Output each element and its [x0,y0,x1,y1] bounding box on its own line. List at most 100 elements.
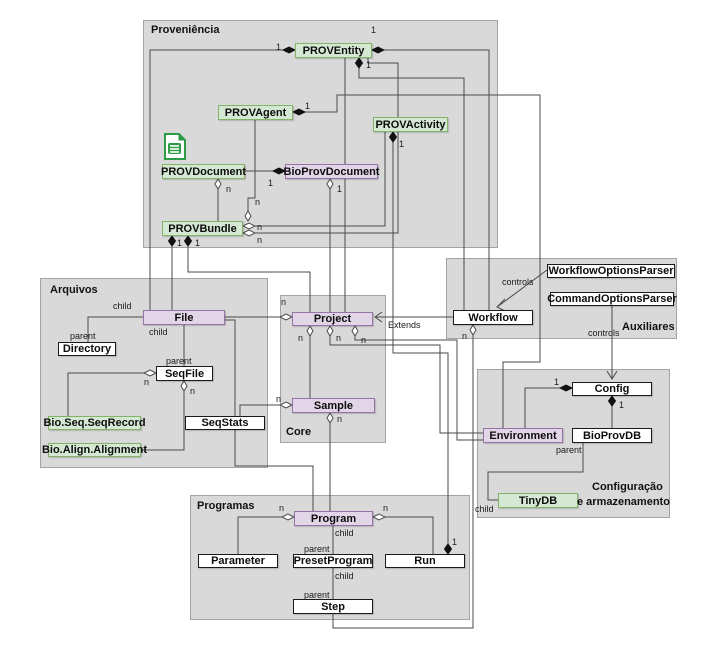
edge-label-parent: parent [556,445,582,455]
class-commandoptionsparser[interactable]: CommandOptionsParser [547,292,677,306]
edge-label-n: n [190,386,196,396]
edge-file-proventity [149,49,283,310]
class-provbundle[interactable]: PROVBundle [162,221,243,236]
edge-label-child: child [475,504,494,514]
edge-label-parent: parent [304,590,330,600]
group-label-arquivos: Arquivos [50,284,98,296]
edge-label-n: n [226,184,232,194]
class-seqstats[interactable]: SeqStats [185,416,265,430]
edge-label-1: 1 [268,178,274,188]
class-bioprovdb[interactable]: BioProvDB [572,428,652,443]
group-proveniencia [143,20,498,248]
edge-label-parent: parent [166,356,192,366]
edge-seqstats-sample [239,404,280,416]
edge-project-environment2 [354,336,483,441]
class-presetprogram[interactable]: PresetProgram [293,554,373,568]
edge-project-environment1 [329,336,483,434]
class-environment[interactable]: Environment [483,428,563,443]
class-bioseqseqrecord[interactable]: Bio.Seq.SeqRecord [43,416,146,430]
class-project[interactable]: Project [292,312,373,326]
controls-arrowhead-icon [496,298,506,312]
class-bioalignalignment[interactable]: Bio.Align.Alignment [41,443,148,457]
edge-label-1: 1 [399,139,405,149]
class-provactivity[interactable]: PROVActivity [373,117,448,132]
edge-label-n: n [257,235,263,245]
class-provagent[interactable]: PROVAgent [218,105,293,120]
class-file[interactable]: File [143,310,225,325]
controls-arrowhead2-icon [606,370,618,380]
edge-label-parent: parent [70,331,96,341]
edge-provbundle-provactivity [255,132,386,227]
class-sample[interactable]: Sample [292,398,375,413]
class-workflowoptionsparser[interactable]: WorkflowOptionsParser [547,264,675,278]
edge-workflow-proventity [384,49,490,310]
edge-label-1: 1 [305,101,311,111]
edge-label-controls: controls [588,328,620,338]
class-workflow[interactable]: Workflow [453,310,533,325]
edge-label-1: 1 [554,377,560,387]
group-label-programas: Programas [197,500,255,512]
edge-label-1: 1 [177,238,183,248]
group-label-auxiliares: Auxiliares [622,321,675,333]
class-run[interactable]: Run [385,554,465,568]
edge-label-1: 1 [337,184,343,194]
edge-bioprovdb-tinydb [487,442,584,501]
class-parameter[interactable]: Parameter [198,554,278,568]
filled-diamond-markers [167,46,617,555]
edge-label-extends: Extends [388,320,421,330]
edge-wfparser-workflow-controls [496,269,548,308]
extends-arrowhead-icon [374,311,383,323]
edge-label-n: n [361,335,367,345]
class-step[interactable]: Step [293,599,373,614]
edge-run-program [385,516,434,554]
group-label-proveniencia: Proveniência [151,24,220,36]
open-diamond-markers [142,178,477,521]
class-provdocument[interactable]: PROVDocument [161,164,246,179]
class-tinydb[interactable]: TinyDB [498,493,578,508]
class-seqfile[interactable]: SeqFile [156,366,213,381]
edge-label-n: n [336,333,342,343]
edge-label-1: 1 [619,400,625,410]
edge-label-n: n [255,197,261,207]
edge-label-1: 1 [276,42,282,52]
edge-label-n: n [276,394,282,404]
document-icon [164,133,187,160]
edge-label-n: n [383,503,389,513]
edges [67,49,618,629]
edge-seqrecord-seqfile [67,372,144,416]
edge-file-directory [87,316,143,342]
group-label-core: Core [286,426,312,438]
edge-parameter-program [237,516,282,554]
edge-label-n: n [257,222,263,232]
edge-file-program [225,319,314,511]
edge-label-1: 1 [452,537,458,547]
edge-label-n: n [298,333,304,343]
edge-label-child: child [335,571,354,581]
edge-label-n: n [337,414,343,424]
edge-label-parent: parent [304,544,330,554]
edge-label-1: 1 [366,60,372,70]
edge-label-child: child [335,528,354,538]
edge-label-n: n [281,297,287,307]
edge-label-n: n [144,377,150,387]
edge-label-1: 1 [195,238,201,248]
class-program[interactable]: Program [294,511,373,526]
edge-alignment-seqfile [141,391,185,451]
class-config[interactable]: Config [572,382,652,396]
class-bioprovdocument[interactable]: BioProvDocument [283,164,380,179]
edge-label-child: child [149,327,168,337]
group-label2-configuracao: e armazenamento [577,496,670,508]
edge-label-controls: controls [502,277,534,287]
edge-run-provactivity [392,142,449,544]
edge-label-1: 1 [371,25,377,35]
edge-provbundle-proventity [255,58,399,234]
class-directory[interactable]: Directory [58,342,116,356]
edge-workflow-step-loop [332,335,474,629]
edge-environment-config [524,387,560,428]
class-proventity[interactable]: PROVEntity [295,43,372,58]
edge-label-n: n [279,503,285,513]
edge-provbundle-project [187,246,311,312]
group-label-configuracao: Configuração [592,481,663,493]
